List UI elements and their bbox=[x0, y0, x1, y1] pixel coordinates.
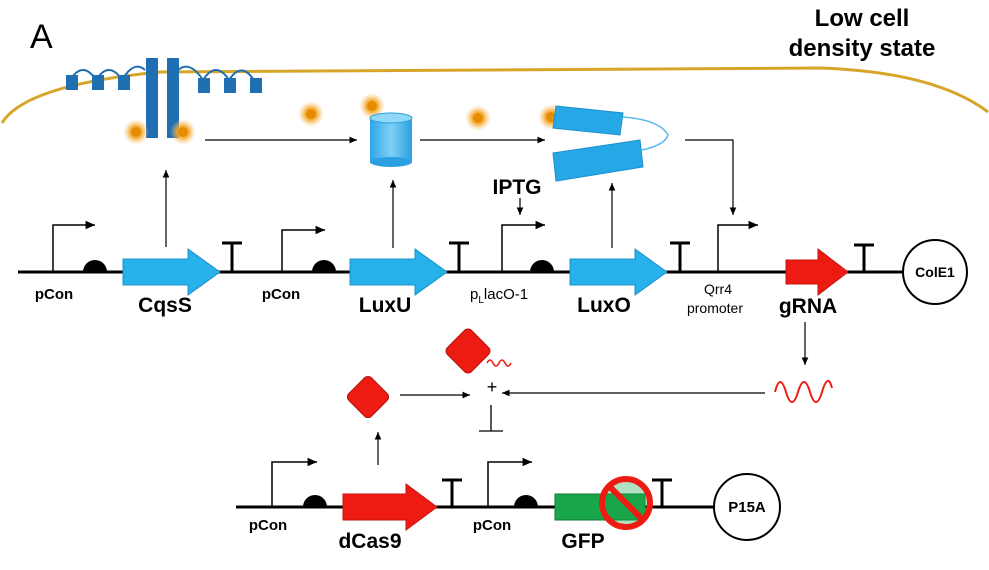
dcas9-gene bbox=[342, 483, 438, 531]
cqss-gene bbox=[122, 248, 221, 296]
dcas9-protein bbox=[346, 375, 390, 419]
rbs-5 bbox=[514, 495, 538, 507]
gfp-gene-label: GFP bbox=[561, 530, 604, 553]
dcas9-grna-complex bbox=[445, 328, 512, 374]
promoter-pcon-2 bbox=[281, 225, 325, 272]
promoter-pcon-3-label: pCon bbox=[249, 517, 287, 534]
autoinducer-molecules bbox=[123, 93, 564, 145]
promoter-pllaco1-label: pLlacO-1 bbox=[470, 286, 528, 306]
cell-membrane bbox=[0, 66, 989, 124]
p15a-origin bbox=[713, 473, 781, 541]
terminator-1 bbox=[222, 241, 242, 272]
terminator-3 bbox=[670, 241, 690, 272]
cole1-origin-label: ColE1 bbox=[915, 264, 955, 280]
promoter-pcon-1-label: pCon bbox=[35, 286, 73, 303]
complex-plus-sign: + bbox=[487, 377, 498, 397]
promoter-pcon-4 bbox=[487, 457, 532, 507]
panel-letter: A bbox=[30, 18, 53, 56]
grna-gene-label: gRNA bbox=[779, 295, 837, 318]
repression-bar bbox=[479, 405, 503, 432]
cqss-receptor bbox=[66, 58, 262, 138]
luxu-protein bbox=[369, 112, 413, 167]
state-title-line1: Low cell bbox=[815, 5, 910, 32]
terminator-4 bbox=[854, 243, 874, 272]
promoter-pcon-4-label: pCon bbox=[473, 517, 511, 534]
state-title-line2: density state bbox=[789, 35, 936, 62]
cqss-gene-label: CqsS bbox=[138, 294, 192, 317]
p15a-origin-label: P15A bbox=[728, 499, 766, 516]
arrow-luxo-to-qrr4 bbox=[685, 139, 737, 215]
terminator-5 bbox=[442, 478, 462, 507]
cole1-origin bbox=[902, 239, 968, 305]
grna-transcript bbox=[774, 380, 833, 403]
luxu-gene bbox=[349, 248, 448, 296]
promoter-qrr4 bbox=[717, 220, 758, 272]
rbs-3 bbox=[530, 260, 554, 272]
promoter-pcon-1 bbox=[52, 220, 95, 272]
dcas9-gene-label: dCas9 bbox=[338, 530, 401, 553]
promoter-qrr4-label-line2: promoter bbox=[687, 300, 743, 316]
promoter-qrr4-label-line1: Qrr4 bbox=[704, 281, 732, 297]
luxu-gene-label: LuxU bbox=[359, 294, 412, 317]
terminator-2 bbox=[449, 241, 469, 272]
rbs-4 bbox=[303, 495, 327, 507]
luxo-gene-label: LuxO bbox=[577, 294, 631, 317]
promoter-pllaco1 bbox=[501, 220, 545, 272]
terminator-6 bbox=[652, 478, 672, 507]
grna-gene bbox=[785, 247, 849, 297]
luxo-gene bbox=[569, 248, 668, 296]
iptg-label: IPTG bbox=[492, 176, 541, 199]
luxo-protein bbox=[552, 105, 669, 182]
rbs-2 bbox=[312, 260, 336, 272]
prohibition-icon bbox=[599, 476, 653, 530]
promoter-pcon-3 bbox=[271, 457, 317, 507]
promoter-pcon-2-label: pCon bbox=[262, 286, 300, 303]
rbs-1 bbox=[83, 260, 107, 272]
